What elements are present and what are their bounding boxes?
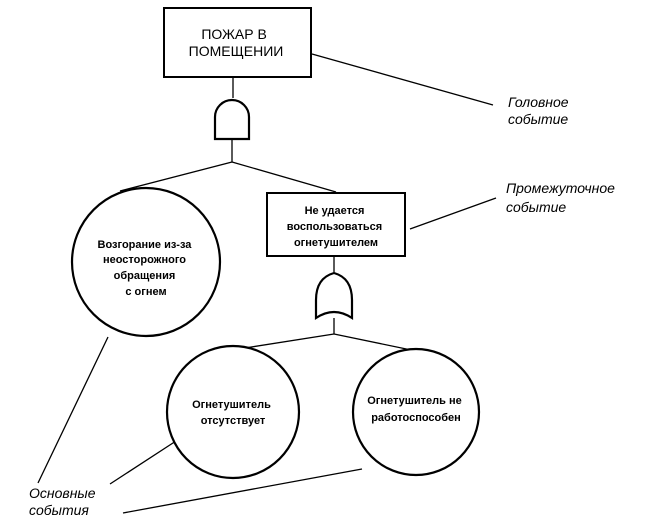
extinguisher-missing-line-1: Огнетушитель [192, 399, 271, 411]
intermediate-event: Не удается воспользоваться огнетушителем [266, 192, 406, 257]
basic-event-extinguisher-missing: Огнетушитель отсутствует [165, 344, 301, 480]
ignition-line-2: неосторожного [103, 254, 186, 266]
basic-event-extinguisher-broken: Огнетушитель не работоспособен [351, 347, 481, 477]
svg-text:Возгорание из-за неостор: Возгорание из-за неосторожного обращения… [98, 239, 195, 298]
connector-lines [119, 77, 417, 352]
basic-event-ignition: Возгорание из-за неосторожного обращения… [70, 186, 222, 338]
extinguisher-broken-line-2: работоспособен [371, 412, 461, 424]
annotation-top-line-2: событие [508, 111, 568, 127]
annotation-basic-line-1: Основные [29, 485, 96, 501]
svg-text:Огнетушитель отсутствует: Огнетушитель отсутствует [192, 399, 274, 427]
or-gate-icon [314, 271, 354, 321]
svg-text:Не удается воспользовать: Не удается воспользоваться огнетушителем [287, 205, 386, 249]
intermediate-event-line-3: огнетушителем [294, 237, 378, 249]
ignition-line-1: Возгорание из-за [98, 239, 193, 251]
top-event-line-2: ПОМЕЩЕНИИ [189, 43, 284, 59]
annotation-top-line-1: Головное [508, 94, 569, 110]
svg-text:ПОЖАР В ПОМЕЩЕНИИ: ПОЖАР В ПОМЕЩЕНИИ [189, 26, 284, 59]
intermediate-event-line-1: Не удается [305, 205, 365, 217]
top-event: ПОЖАР В ПОМЕЩЕНИИ [163, 7, 312, 78]
ignition-line-4: с огнем [125, 286, 166, 298]
annotation-intermediate-line-1: Промежуточное [506, 180, 615, 196]
annotation-intermediate-line-2: событие [506, 199, 566, 215]
annotation-basic-line-2: события [29, 502, 89, 518]
annotation-pointer-lines [37, 53, 497, 514]
extinguisher-broken-line-1: Огнетушитель не [367, 395, 462, 407]
and-gate-icon [213, 98, 251, 141]
annotation-top-event: Головное событие [508, 94, 572, 127]
annotation-basic-events: Основные события [29, 485, 99, 518]
svg-text:Огнетушитель не работосп: Огнетушитель не работоспособен [367, 395, 465, 424]
svg-text:Основные события: Основные события [29, 485, 99, 518]
extinguisher-missing-line-2: отсутствует [201, 415, 266, 427]
ignition-line-3: обращения [114, 270, 176, 282]
top-event-line-1: ПОЖАР В [201, 26, 266, 42]
annotation-intermediate-event: Промежуточное событие [506, 180, 619, 215]
svg-text:Головное событие: Головное событие [508, 94, 572, 127]
svg-text:Промежуточное событие: Промежуточное событие [506, 180, 619, 215]
intermediate-event-line-2: воспользоваться [287, 221, 382, 233]
